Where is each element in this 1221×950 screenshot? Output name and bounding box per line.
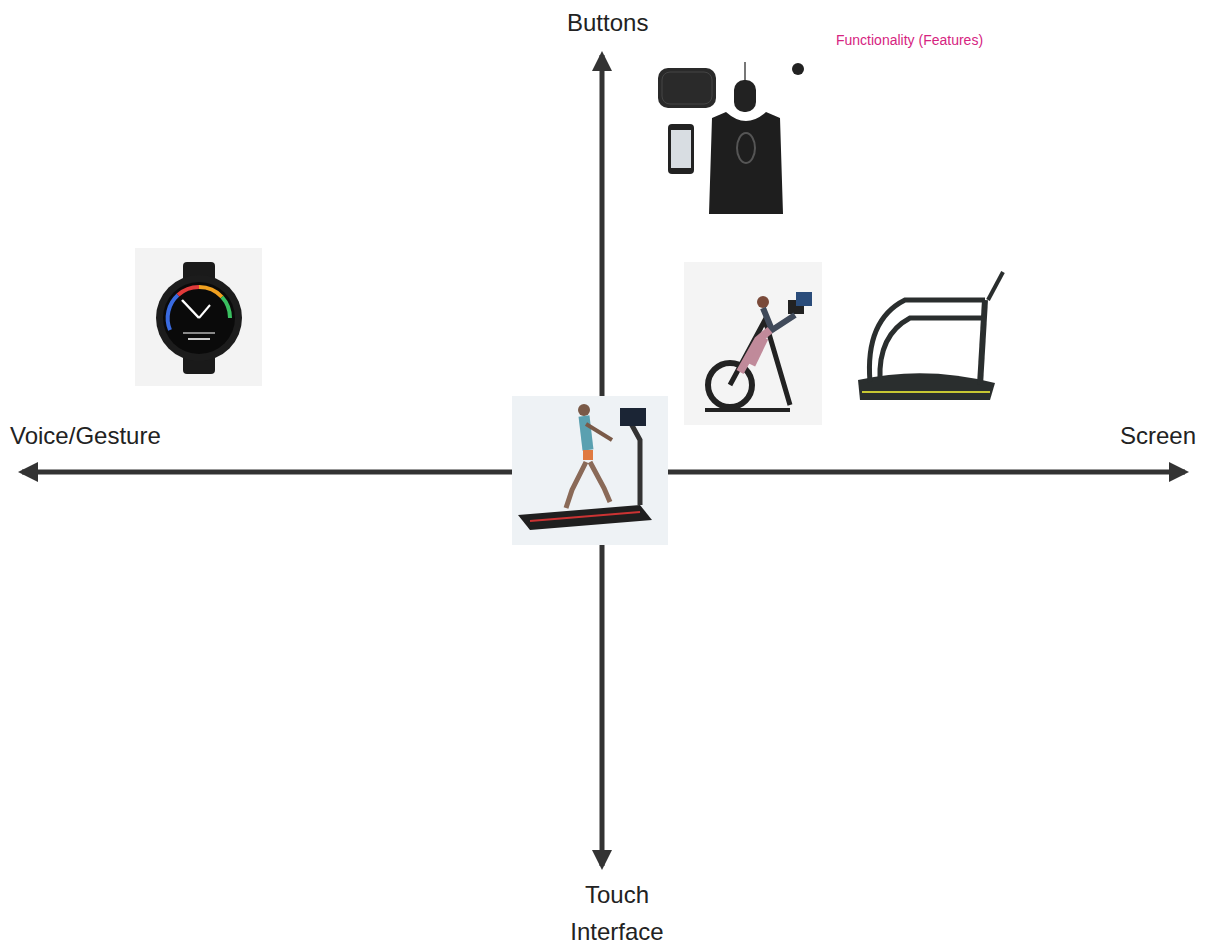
axis-label: Buttons bbox=[567, 4, 707, 41]
dimension-note: Functionality (Features) bbox=[836, 28, 1036, 52]
axis-label: Screen bbox=[1120, 417, 1220, 454]
watch-image bbox=[135, 248, 262, 386]
treadmill-image bbox=[512, 396, 668, 545]
axis-label: Touch Interface bbox=[552, 876, 682, 950]
axis-label: Voice/Gesture bbox=[10, 417, 230, 454]
catapult-kit-image bbox=[658, 62, 804, 214]
curved-treadmill-image bbox=[858, 272, 1003, 400]
bike-image bbox=[684, 262, 822, 425]
